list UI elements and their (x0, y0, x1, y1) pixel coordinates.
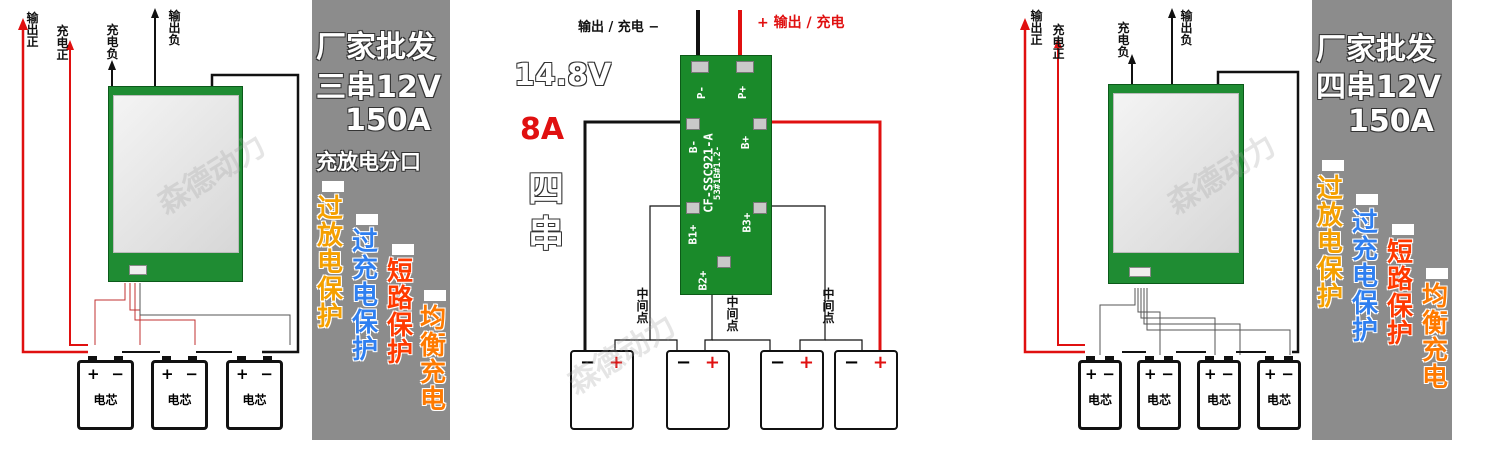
left-white-box-3 (392, 244, 414, 255)
mid-point-label-3: 中间点 (822, 287, 835, 325)
right-white-box-3 (1392, 224, 1414, 235)
right-feature-over-discharge: 过放电保护 (1316, 174, 1343, 312)
middle-wiring (583, 10, 882, 350)
left-bms-heatsink (113, 95, 239, 253)
middle-cell-2: − + (666, 350, 730, 430)
right-cell-label: 电芯 (1087, 393, 1112, 407)
right-cell-label: 电芯 (1206, 393, 1231, 407)
right-label-charge-negative: 充电负 (1117, 21, 1130, 59)
middle-cell-4: − + (834, 350, 898, 430)
left-spec-panel (312, 0, 450, 440)
right-white-box-1 (1322, 160, 1344, 171)
middle-voltage: 14.8V (514, 58, 612, 93)
middle-cell-3: − + (760, 350, 824, 430)
right-current: 150A (1348, 104, 1434, 139)
left-cell-label: 电芯 (242, 393, 267, 407)
right-white-box-4 (1426, 268, 1448, 279)
left-feature-over-charge: 过充电保护 (351, 227, 378, 365)
left-config: 三串12V (316, 70, 441, 105)
right-cell-1: + − 电芯 (1078, 356, 1122, 430)
left-cell-label: 电芯 (167, 393, 192, 407)
middle-label-output-negative: 输出 / 充电 − (578, 20, 660, 35)
right-label-output-negative: 输出负 (1180, 9, 1193, 47)
pad-b-minus (686, 118, 700, 130)
right-cell-3: + − 电芯 (1197, 356, 1241, 430)
pcb-date: 53#1B#1.2- (713, 145, 724, 201)
left-feature-balance: 均衡充电 (419, 304, 446, 415)
left-cell-label: 电芯 (93, 393, 118, 407)
left-label-charge-negative: 充电负 (106, 23, 119, 61)
mid-point-label-2: 中间点 (726, 295, 739, 333)
right-bms-heatsink (1113, 93, 1239, 253)
right-config: 四串12V (1316, 70, 1441, 105)
middle-series-2: 串 (528, 214, 565, 255)
left-white-box-4 (424, 290, 446, 301)
pad-b2 (717, 256, 731, 268)
left-wiring (18, 8, 300, 354)
right-wiring (1020, 8, 1300, 355)
left-label-output-negative: 输出负 (168, 9, 181, 47)
right-feature-balance: 均衡充电 (1421, 282, 1448, 393)
pad-p-minus (691, 61, 709, 73)
left-feature-over-discharge: 过放电保护 (316, 194, 343, 332)
middle-pcb: P- P+ B- B+ B1+ B3+ B2+ CF-SSC921-A 53#1… (680, 55, 772, 295)
middle-label-output-positive: + 输出 / 充电 (757, 15, 845, 31)
mid-point-label-1: 中间点 (636, 287, 649, 325)
pad-b3 (753, 202, 767, 214)
left-white-box-1 (322, 181, 344, 192)
left-balance-connector (129, 265, 147, 275)
left-cell-3: + − 电芯 (226, 356, 283, 430)
left-feature-short-circuit: 短路保护 (386, 257, 413, 368)
right-title: 厂家批发 (1316, 32, 1436, 67)
right-feature-short-circuit: 短路保护 (1386, 238, 1413, 349)
right-cell-label: 电芯 (1146, 393, 1171, 407)
pad-p-plus (736, 61, 754, 73)
left-port: 充放电分口 (316, 150, 421, 174)
left-title: 厂家批发 (316, 30, 436, 65)
right-bms-board (1108, 84, 1244, 284)
pad-b1 (686, 202, 700, 214)
middle-series-1: 四 (528, 169, 565, 210)
right-spec-panel (1312, 0, 1452, 440)
left-white-box-2 (356, 214, 378, 225)
right-label-output-positive: 输出正 (1030, 9, 1043, 47)
right-feature-over-charge: 过充电保护 (1351, 208, 1378, 346)
left-bms-board (108, 86, 243, 282)
right-cell-4: + − 电芯 (1257, 356, 1301, 430)
left-cell-2: + − 电芯 (151, 356, 208, 430)
middle-current: 8A (520, 112, 565, 147)
right-balance-connector (1129, 267, 1151, 277)
right-white-box-2 (1356, 194, 1378, 205)
left-current: 150A (345, 103, 431, 138)
left-label-output-positive: 输出正 (26, 11, 39, 49)
middle-cell-1: − + (570, 350, 634, 430)
right-cell-2: + − 电芯 (1137, 356, 1181, 430)
left-cell-1: + − 电芯 (77, 356, 134, 430)
pad-b-plus (753, 118, 767, 130)
right-label-charge-positive: 充电正 (1052, 23, 1065, 61)
right-cell-label: 电芯 (1266, 393, 1291, 407)
left-label-charge-positive: 充电正 (56, 24, 69, 62)
